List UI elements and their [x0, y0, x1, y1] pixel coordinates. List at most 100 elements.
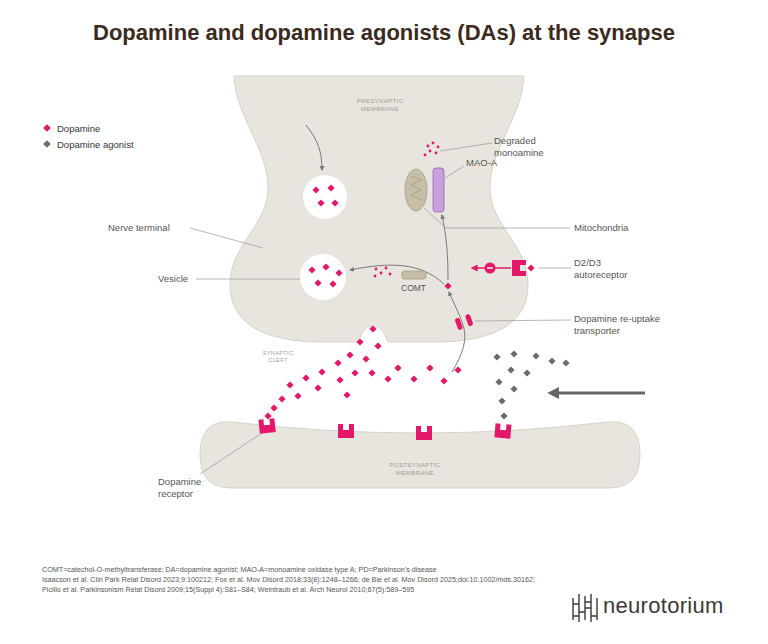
- inhibition-arrow: [472, 267, 511, 268]
- leader-line: [440, 143, 492, 151]
- dopamine-molecule: [331, 199, 338, 206]
- reuptake-arrow: [449, 292, 465, 372]
- membrane-label: PRESYNAPTIC MEMBRANE: [352, 98, 408, 113]
- leader-line: [200, 433, 262, 474]
- dopamine-receptor-symbol: [338, 424, 354, 438]
- presynaptic-terminal: PRESYNAPTIC MEMBRANE: [220, 70, 540, 355]
- dopamine-molecule: [286, 381, 293, 388]
- leader-line: [424, 208, 570, 228]
- dopamine-molecule: [527, 264, 534, 271]
- dopamine-molecule: [270, 404, 277, 411]
- dopamine-molecule: [329, 280, 336, 287]
- agonist-molecule: [507, 366, 514, 373]
- diagram-title: Dopamine and dopamine agonists (DAs) at …: [0, 20, 768, 46]
- degraded-monoamine-dot: [427, 145, 430, 148]
- dopamine-molecule: [369, 325, 376, 332]
- degraded-monoamine-dot: [389, 273, 392, 276]
- postsynaptic-membrane: POSTSYNAPTIC MEMBRANE: [200, 418, 640, 490]
- dopamine-molecule: [318, 368, 325, 375]
- part-label: MAO-A: [466, 157, 511, 169]
- degraded-monoamine-dot: [380, 272, 383, 275]
- dopamine-molecule: [335, 269, 342, 276]
- node-outline: [220, 70, 540, 355]
- agonist-molecule: [523, 369, 530, 376]
- part-label: COMT: [401, 283, 441, 294]
- agonist-molecule: [532, 352, 539, 359]
- dopamine-molecule: [302, 374, 309, 381]
- degraded-monoamine-dot: [432, 142, 435, 145]
- dopamine-molecule: [356, 338, 363, 345]
- agonist-molecule: [495, 378, 502, 385]
- region-label: SYNAPTIC CLEFT: [258, 350, 298, 364]
- dopamine-molecule: [343, 391, 350, 398]
- agonist-molecule: [493, 353, 500, 360]
- degraded-monoamine-dot: [385, 267, 388, 270]
- agonist-molecule: [498, 397, 505, 404]
- membrane-label: POSTSYNAPTIC MEMBRANE: [384, 462, 446, 477]
- mao-a-enzyme: [433, 168, 444, 212]
- leader-line: [190, 228, 263, 248]
- receptor-shape: [416, 426, 432, 440]
- agonist-molecule: [548, 357, 555, 364]
- membrane-shape: [200, 422, 640, 488]
- reference-list: Isaacson et al. Clin Park Relat Disord 2…: [42, 575, 542, 594]
- part-label: Mitochondria: [574, 222, 664, 234]
- dopamine-molecule: [334, 359, 341, 366]
- dopamine-molecule: [327, 184, 334, 191]
- dopamine-molecule: [454, 366, 461, 373]
- leader-line: [445, 166, 464, 178]
- legend-text: Dopamine: [57, 123, 100, 134]
- legend-swatch: [43, 124, 51, 132]
- part-label: Vesicle: [158, 273, 203, 285]
- agonist-entry-arrow: [552, 392, 645, 395]
- minus-sign: [487, 267, 493, 268]
- degraded-monoamine-dot: [374, 275, 377, 278]
- leader-line: [538, 268, 571, 269]
- inhibition-symbol: [485, 263, 496, 274]
- leader-lines: [190, 143, 571, 474]
- legend-swatch: [43, 140, 51, 148]
- transporter-half: [465, 314, 474, 327]
- dopamine-molecule: [314, 384, 321, 391]
- dopamine-molecule: [336, 376, 343, 383]
- dopamine-receptor-symbol: [258, 418, 275, 434]
- part-label: Dopamine re-uptake transporter: [574, 313, 674, 337]
- dopamine-molecule: [264, 412, 271, 419]
- agonist-molecule: [562, 359, 569, 366]
- degraded-monoamine-dot: [437, 146, 440, 149]
- dopamine-molecule: [314, 279, 321, 286]
- vesicle: [303, 175, 347, 219]
- degraded-monoamine-dot: [429, 150, 432, 153]
- vesicle: [300, 254, 346, 300]
- legend-row: Dopamine: [42, 120, 134, 136]
- receptor-shape: [338, 424, 354, 438]
- dopamine-molecule: [362, 355, 369, 362]
- part-label: Dopamine receptor: [158, 476, 214, 500]
- dopamine-molecule: [294, 392, 301, 399]
- leader-line: [196, 279, 300, 280]
- dopamine-molecule: [317, 199, 324, 206]
- legend-swatch-frame: [42, 123, 52, 133]
- legend-swatch-frame: [42, 139, 52, 149]
- autoreceptor-symbol: [512, 260, 526, 276]
- repackaging-arrow: [350, 265, 444, 284]
- node-outline: [200, 418, 640, 490]
- receptor-shape: [512, 260, 526, 276]
- legend-row: Dopamine agonist: [42, 136, 134, 152]
- degradation-arrow: [442, 215, 448, 280]
- dopamine-molecule: [384, 375, 391, 382]
- membrane-shape: [230, 76, 528, 342]
- leader-line: [475, 320, 571, 321]
- degraded-monoamine-dot: [375, 268, 378, 271]
- synthesis-arrow: [306, 125, 322, 170]
- mitochondrion: [405, 169, 427, 211]
- receptor-shape: [258, 418, 275, 434]
- transporter-half: [454, 317, 463, 330]
- part-label: Degraded monoamine: [494, 135, 554, 159]
- dopamine-molecule: [444, 282, 451, 289]
- dopamine-molecule: [308, 266, 315, 273]
- brand-logo: neurotorium: [603, 593, 763, 619]
- reuptake-transporter-symbol: [454, 314, 473, 331]
